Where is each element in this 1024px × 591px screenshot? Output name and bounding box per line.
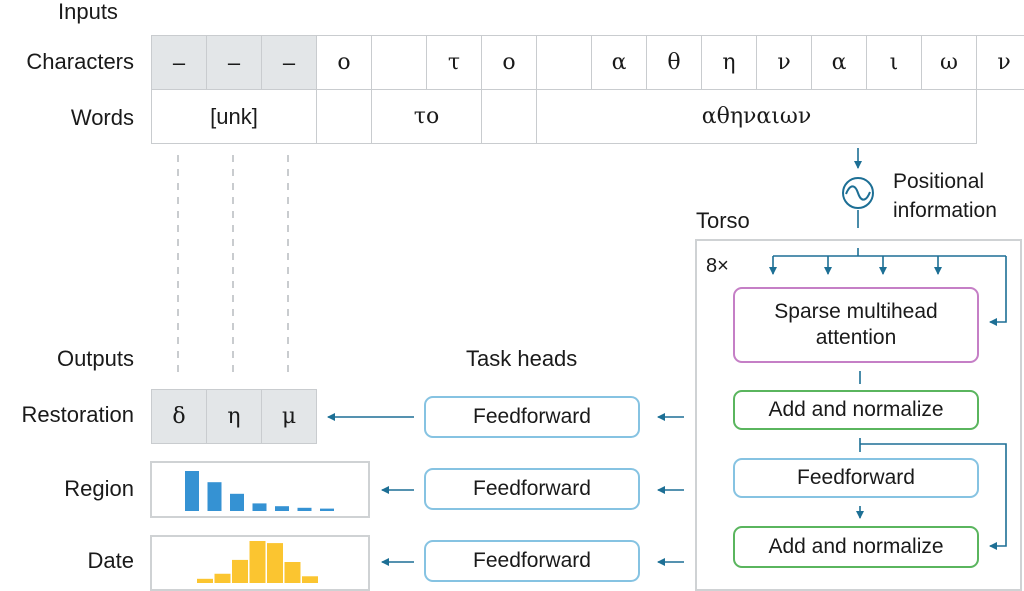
add-normalize-block-2: Add and normalize [733, 526, 979, 568]
date-bar [197, 578, 213, 583]
character-cell: ν [976, 35, 1024, 90]
repeat-count: 8× [706, 255, 729, 277]
character-cell: ι [866, 35, 922, 90]
word-cell: [unk] [151, 89, 317, 144]
words-label: Words [70, 105, 134, 130]
region-bar [207, 482, 222, 511]
positional-label-1: Positional [893, 170, 985, 193]
feedforward-block: Feedforward [733, 458, 979, 498]
character-cell: η [701, 35, 757, 90]
region-bar [230, 493, 244, 511]
date-bar [267, 543, 283, 583]
character-cell: – [261, 35, 317, 90]
restoration-char-cell: μ [261, 389, 317, 444]
word-cell: αθηναιων [536, 89, 977, 144]
date-bar [232, 559, 248, 583]
attention-block: Sparse multihead attention [733, 287, 979, 363]
word-cell [481, 89, 537, 144]
restoration-label: Restoration [21, 402, 134, 427]
positional-encoding-icon [842, 177, 874, 209]
residual-connection-1 [989, 256, 1007, 326]
character-cell [536, 35, 592, 90]
region-bar [185, 471, 199, 511]
region-distribution [185, 471, 334, 511]
date-bar [214, 573, 231, 583]
add-normalize-block-1: Add and normalize [733, 390, 979, 430]
task-head-restoration: Feedforward [424, 396, 640, 438]
date-bar [302, 576, 318, 583]
residual-connection-2 [860, 443, 1007, 550]
region-bar [297, 507, 312, 511]
date-bar [249, 541, 266, 583]
attention-line-1: Sparse multihead [774, 299, 938, 323]
region-bar [275, 506, 289, 511]
date-distribution [197, 541, 318, 583]
positional-label-2: information [893, 199, 997, 222]
outputs-heading: Outputs [56, 346, 134, 371]
date-bar [284, 562, 301, 583]
task-heads-heading: Task heads [466, 346, 578, 371]
character-cell: ν [756, 35, 812, 90]
characters-label: Characters [26, 49, 134, 74]
character-cell: α [591, 35, 647, 90]
date-label: Date [87, 548, 134, 573]
region-bar [252, 503, 267, 511]
inputs-heading: Inputs [58, 0, 118, 24]
character-cell: ω [921, 35, 977, 90]
task-head-date: Feedforward [424, 540, 640, 582]
torso-heading: Torso [696, 208, 750, 233]
word-cell: το [371, 89, 482, 144]
word-cell [316, 89, 372, 144]
region-bar [320, 508, 334, 511]
character-cell: ο [316, 35, 372, 90]
region-label: Region [64, 476, 134, 501]
attention-line-2: attention [815, 326, 897, 349]
task-head-region: Feedforward [424, 468, 640, 510]
character-cell: – [206, 35, 262, 90]
